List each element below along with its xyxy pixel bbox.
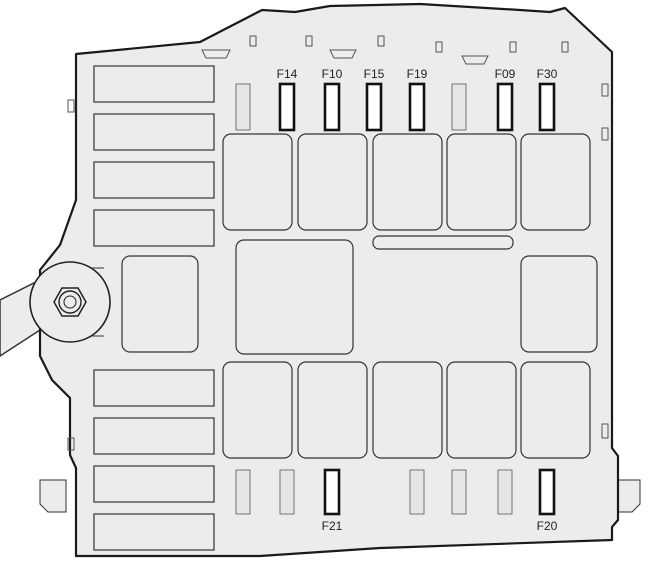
relay-large-center — [235, 239, 354, 355]
fuse-f30 — [538, 82, 556, 132]
top-fuse-row — [235, 83, 467, 131]
lower-relay-row — [222, 361, 591, 459]
bottom-fuse-row — [235, 469, 513, 515]
fuse-f15 — [365, 82, 383, 132]
fuse-f14 — [278, 82, 296, 132]
upper-relay-row — [222, 133, 591, 231]
relay-right-middle — [520, 255, 598, 353]
long-slot — [372, 235, 514, 250]
top-notches — [67, 35, 609, 451]
label-f19: F19 — [407, 67, 428, 81]
fuse-f09 — [496, 82, 514, 132]
mount-tab-left — [39, 479, 67, 513]
fuse-f21 — [323, 468, 341, 516]
label-f10: F10 — [322, 67, 343, 81]
label-f15: F15 — [364, 67, 385, 81]
relay-left-middle — [121, 255, 199, 353]
fuse-f10 — [323, 82, 341, 132]
fuse-f20 — [538, 468, 556, 516]
label-f20: F20 — [537, 519, 558, 533]
label-f21: F21 — [322, 519, 343, 533]
label-f30: F30 — [537, 67, 558, 81]
battery-terminal-nut — [29, 261, 111, 343]
label-f14: F14 — [277, 67, 298, 81]
left-relay-column — [93, 65, 215, 551]
fuse-f19 — [408, 82, 426, 132]
label-f09: F09 — [495, 67, 516, 81]
